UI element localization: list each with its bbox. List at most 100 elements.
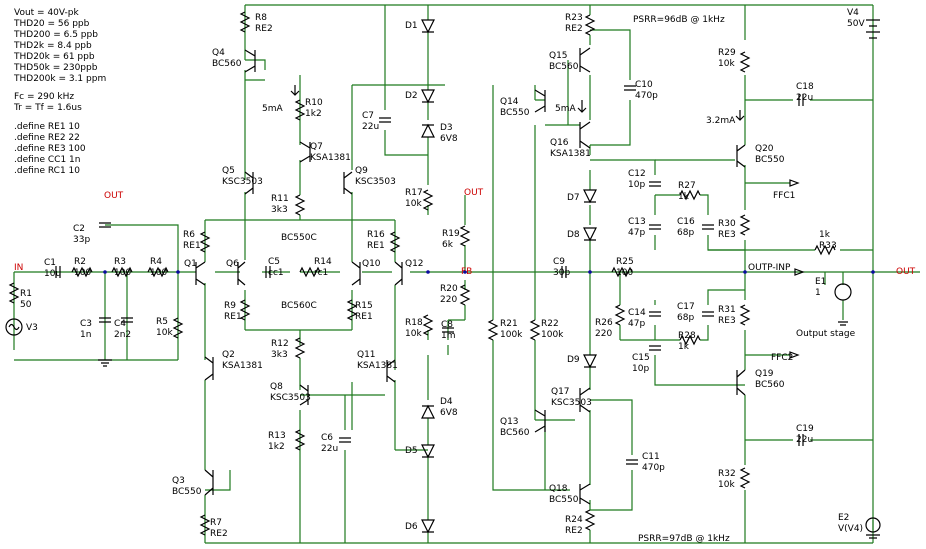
spec-line: THD200k = 3.1 ppm [13, 74, 106, 84]
label-c9-value: 30p [553, 268, 570, 278]
label-c15-value: 10p [632, 364, 649, 374]
transistor-Q8 [299, 384, 309, 406]
label-r2: R2 [74, 257, 86, 267]
label-r16: R16 [367, 230, 385, 240]
capacitor-C2 [99, 222, 111, 228]
label-r5-value: 10k [156, 328, 173, 338]
label-q18: Q18 [549, 484, 568, 494]
label-q16-value: KSA1381 [550, 149, 591, 159]
label-c4-value: 2n2 [114, 330, 131, 340]
spec-block: Vout = 40V-pk THD20 = 56 ppb THD200 = 6.… [13, 8, 106, 176]
label-r3-value: 100 [114, 268, 131, 278]
label-i1: 5mA [262, 104, 283, 114]
label-q8: Q8 [270, 382, 283, 392]
label-q16: Q16 [550, 138, 569, 148]
resistor-R25 [611, 266, 633, 278]
label-r16-value: RE1 [367, 241, 385, 251]
ltp-bottom-wire [244, 290, 353, 331]
label-d3-value: 6V8 [440, 134, 458, 144]
label-q6: Q6 [226, 259, 239, 269]
transistor-Q17 [579, 387, 591, 413]
net-ffc2: FFC2 [771, 353, 793, 363]
label-q13-value: BC560 [500, 428, 530, 438]
spec-line: THD200 = 6.5 ppb [13, 30, 98, 40]
label-r25-value: 100 [616, 268, 633, 278]
label-c8: C8 [441, 320, 453, 330]
label-c18: C18 [796, 82, 814, 92]
transistor-Q16 [579, 121, 591, 149]
label-c7: C7 [362, 111, 374, 121]
capacitor-C13 [649, 224, 661, 230]
label-r18: R18 [405, 318, 423, 328]
resistor-R13 [294, 429, 306, 451]
label-q7: Q7 [310, 142, 323, 152]
label-r33-value: R33 [819, 241, 837, 251]
diode-D7 [583, 189, 597, 204]
capacitor-C9 [561, 266, 567, 278]
resistor-R19 [459, 225, 471, 247]
resistor-R24 [584, 509, 596, 531]
label-r30: R30 [718, 219, 736, 229]
diode-D8 [583, 227, 597, 242]
label-q3-value: BC550 [172, 487, 202, 497]
resistor-R28 [679, 334, 701, 346]
label-r10-value: 1k2 [305, 109, 322, 119]
transistor-Q14 [534, 89, 546, 113]
label-r11: R11 [271, 194, 289, 204]
label-r4-value: 100 [150, 268, 167, 278]
label-r11-value: 3k3 [271, 205, 288, 215]
label-q14-value: BC550 [500, 108, 530, 118]
label-v3: V3 [26, 323, 38, 333]
label-r4: R4 [150, 257, 162, 267]
resistor-R5 [172, 317, 184, 339]
outp-arrow-icon [794, 268, 805, 276]
label-c15: C15 [632, 353, 650, 363]
label-c12: C12 [628, 169, 646, 179]
transistor-Q13 [534, 409, 546, 433]
label-q8-value: KSC3503 [270, 393, 311, 403]
label-q19: Q19 [755, 369, 774, 379]
label-r21-value: 100k [500, 330, 523, 340]
label-r8-value: RE2 [255, 24, 273, 34]
label-r27-value: 1k [678, 192, 690, 202]
label-q12: Q12 [405, 259, 424, 269]
label-r12: R12 [271, 339, 289, 349]
label-q15-value: BC560 [549, 62, 579, 72]
components [5, 11, 881, 539]
current-arrow-icon [577, 100, 587, 113]
c10-wire [590, 29, 631, 146]
label-bc560c: BC560C [281, 301, 317, 311]
label-c5: C5 [268, 257, 280, 267]
fc-line: Fc = 290 kHz [14, 92, 74, 102]
diode-D2 [421, 89, 435, 104]
label-e2-value: V(V4) [838, 524, 863, 534]
resistor-R29 [739, 51, 751, 73]
label-r20: R20 [440, 284, 458, 294]
capacitor-C17 [702, 311, 714, 317]
transistor-Q20 [736, 144, 746, 168]
spec-line: THD2k = 8.4 ppb [13, 41, 92, 51]
spec-line: Vout = 40V-pk [14, 8, 80, 18]
label-q17-value: KSC3503 [551, 398, 592, 408]
c2-wire [105, 224, 179, 272]
transistor-Q11 [386, 359, 396, 383]
label-e1: E1 [815, 277, 826, 287]
q17-wire [544, 419, 575, 490]
battery-V4 [866, 19, 880, 39]
label-r3: R3 [114, 257, 126, 267]
label-c14: C14 [628, 308, 646, 318]
junction-dot [426, 270, 430, 274]
resistor-R2 [71, 266, 93, 278]
label-c2-value: 33p [73, 235, 90, 245]
label-d3: D3 [440, 123, 453, 133]
capacitor-C4 [121, 317, 133, 323]
transistor-Q10 [351, 261, 361, 286]
resistor-R30 [739, 214, 751, 236]
resistor-R21 [487, 319, 499, 341]
label-c18-value: 22u [796, 93, 813, 103]
label-q5: Q5 [222, 166, 235, 176]
r21-wire [492, 85, 570, 491]
resistor-R3 [111, 266, 133, 278]
label-r26-value: 220 [595, 329, 612, 339]
